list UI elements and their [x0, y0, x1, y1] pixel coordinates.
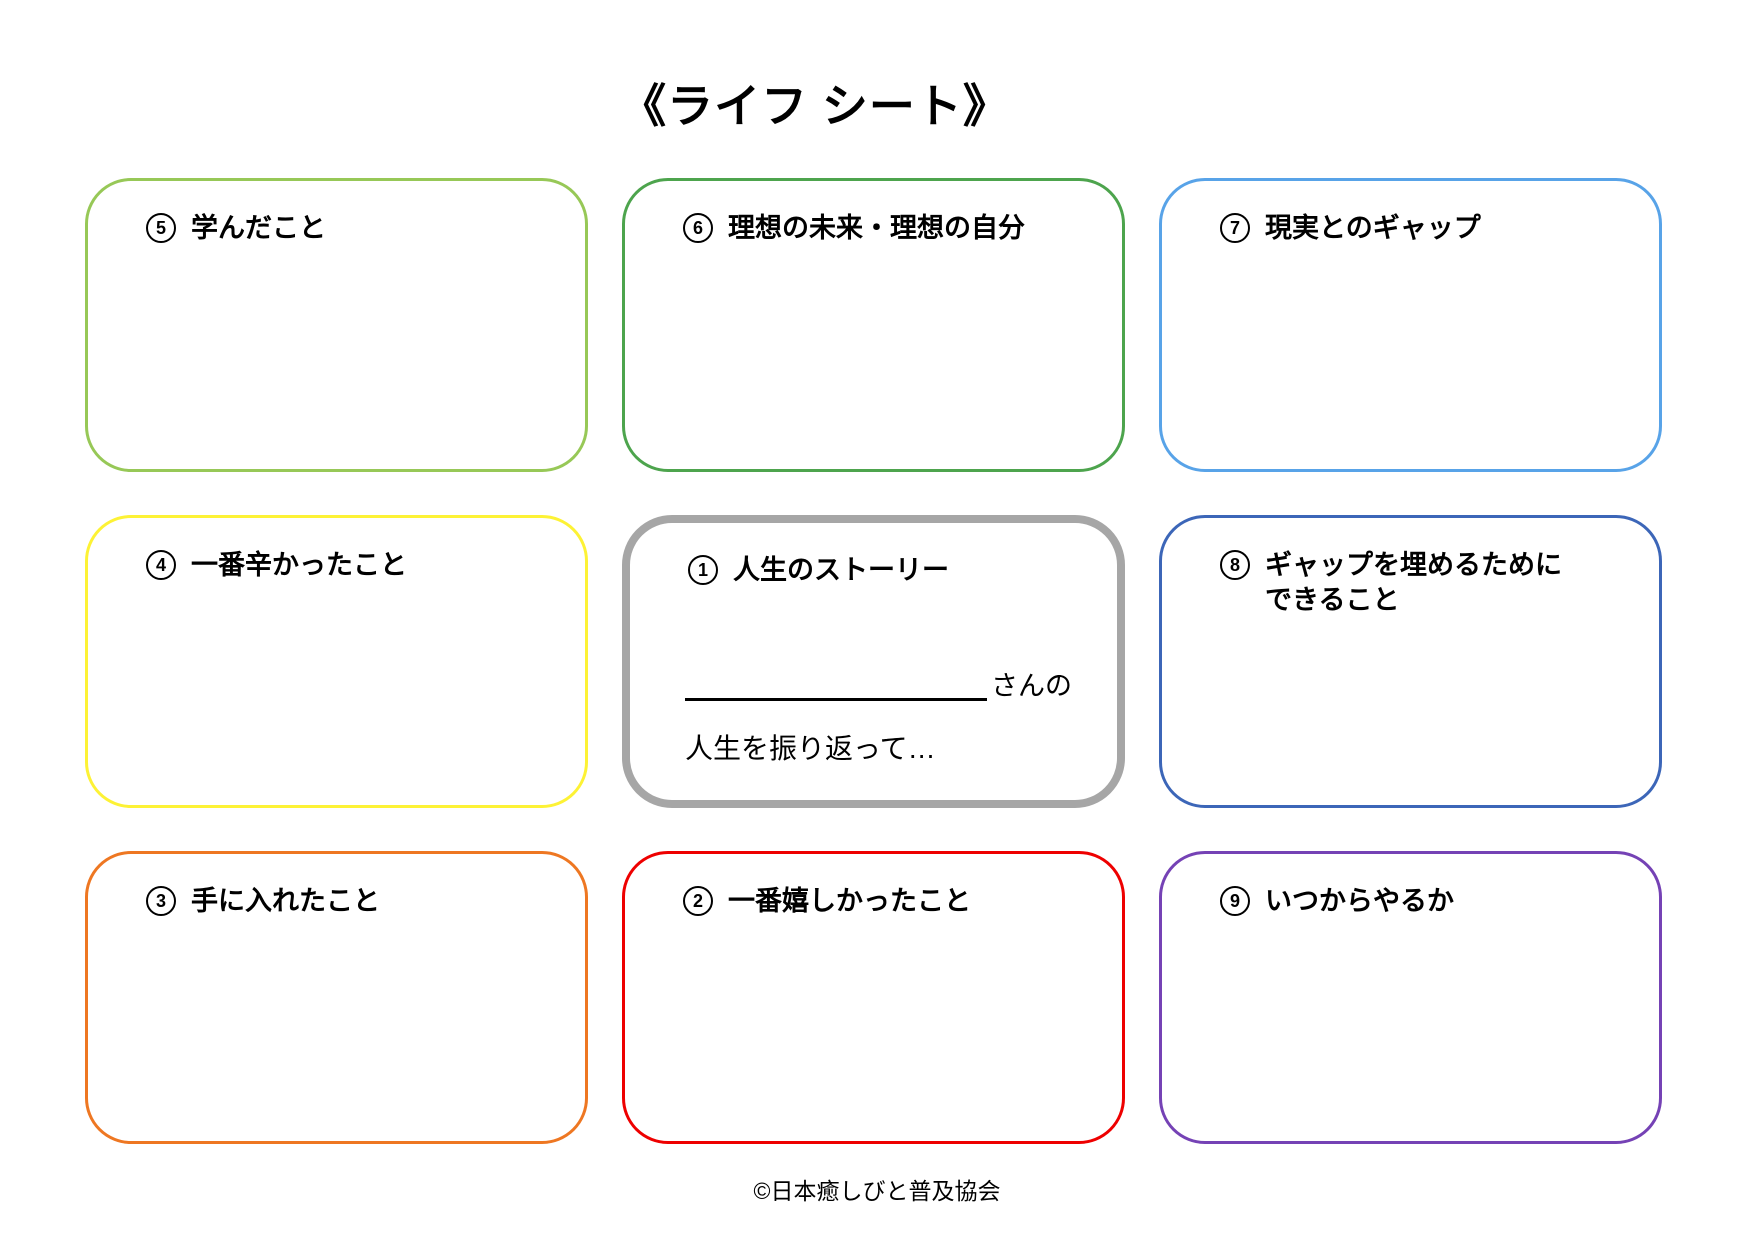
box-header: 1 人生のストーリー: [630, 523, 1117, 588]
name-blank-line[interactable]: [685, 671, 987, 701]
worksheet-box-8: 8 ギャップを埋めるために できること: [1159, 515, 1662, 808]
box-number-badge: 2: [683, 886, 713, 916]
box-header: 3 手に入れたこと: [88, 854, 585, 919]
box-title: いつからやるか: [1265, 886, 1454, 916]
box-title: 学んだこと: [191, 213, 326, 243]
box-header: 4 一番辛かったこと: [88, 518, 585, 583]
box-number-badge: 9: [1220, 886, 1250, 916]
name-line: さんの: [685, 671, 1087, 701]
box-title: 現実とのギャップ: [1265, 213, 1481, 243]
box-title: 一番嬉しかったこと: [728, 886, 971, 916]
box-title: 人生のストーリー: [733, 555, 949, 585]
box-number-badge: 6: [683, 213, 713, 243]
worksheet-box-7: 7 現実とのギャップ: [1159, 178, 1662, 472]
copyright-footer: ©日本癒しびと普及協会: [753, 1178, 1001, 1204]
box-header: 8 ギャップを埋めるために できること: [1162, 518, 1659, 617]
worksheet-box-1: 1 人生のストーリー さんの 人生を振り返って…: [622, 515, 1125, 808]
box-number-badge: 7: [1220, 213, 1250, 243]
box-number-badge: 1: [688, 555, 718, 585]
box-header: 9 いつからやるか: [1162, 854, 1659, 919]
box-number-badge: 8: [1220, 550, 1250, 580]
page-title: 《ライフ シート》: [620, 80, 1010, 132]
worksheet-box-5: 5 学んだこと: [85, 178, 588, 472]
box-number-badge: 4: [146, 550, 176, 580]
box-title: 理想の未来・理想の自分: [728, 213, 1025, 243]
box-number-badge: 5: [146, 213, 176, 243]
box-header: 7 現実とのギャップ: [1162, 181, 1659, 246]
worksheet-box-4: 4 一番辛かったこと: [85, 515, 588, 808]
box-title: 一番辛かったこと: [191, 550, 407, 580]
box-number-badge: 3: [146, 886, 176, 916]
worksheet-box-3: 3 手に入れたこと: [85, 851, 588, 1144]
reflect-text: 人生を振り返って…: [685, 733, 936, 764]
worksheet-box-9: 9 いつからやるか: [1159, 851, 1662, 1144]
name-entry-area: さんの 人生を振り返って…: [685, 671, 1087, 767]
worksheet-grid: 5 学んだこと 6 理想の未来・理想の自分 7 現実とのギャップ: [85, 178, 1662, 1144]
box-title: ギャップを埋めるために できること: [1265, 550, 1562, 615]
name-suffix-text: さんの: [991, 671, 1072, 701]
box-header: 2 一番嬉しかったこと: [625, 854, 1122, 919]
worksheet-box-2: 2 一番嬉しかったこと: [622, 851, 1125, 1144]
worksheet-box-6: 6 理想の未来・理想の自分: [622, 178, 1125, 472]
box-header: 6 理想の未来・理想の自分: [625, 181, 1122, 246]
box-header: 5 学んだこと: [88, 181, 585, 246]
box-title: 手に入れたこと: [191, 886, 380, 916]
